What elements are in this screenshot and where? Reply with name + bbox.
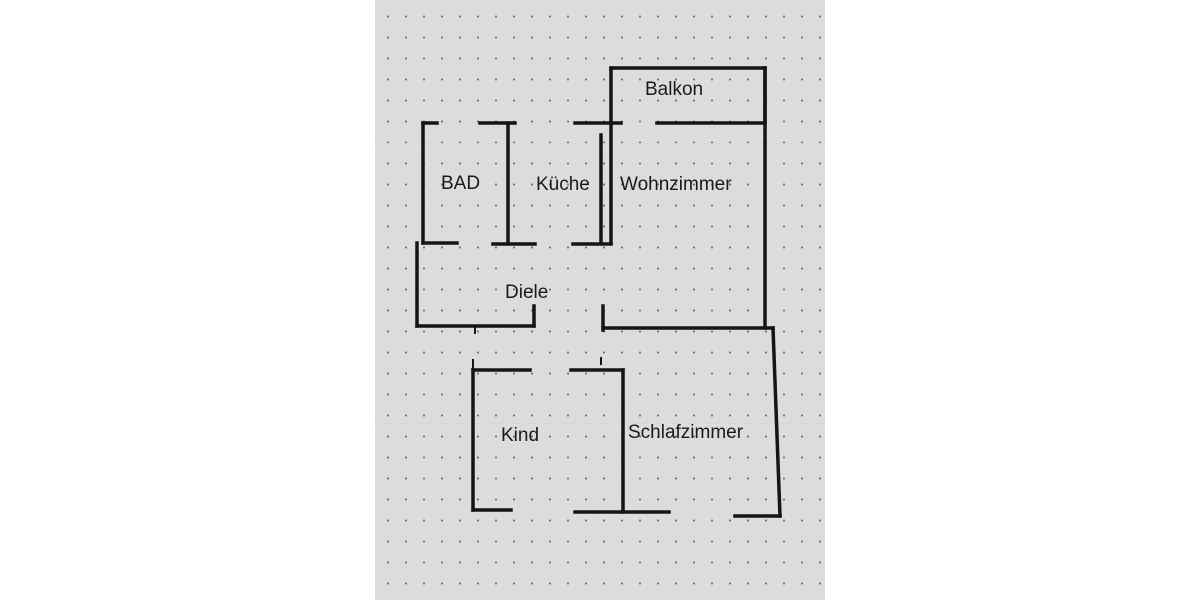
diele-walls	[415, 241, 775, 332]
floor-plan-drawing	[415, 66, 782, 518]
dotted-paper-sheet: Balkon BAD Küche Wohnzimmer Diele Kind S…	[375, 0, 825, 600]
paper-fold-line	[375, 423, 825, 425]
room-label-wohnzimmer: Wohnzimmer	[620, 174, 732, 195]
outer-right-wall-lower	[771, 326, 782, 518]
room-label-balkon: Balkon	[645, 79, 704, 100]
room-label-kueche: Küche	[536, 174, 590, 195]
room-label-schlafzimmer: Schlafzimmer	[628, 422, 744, 443]
kueche-walls	[571, 121, 613, 246]
room-label-bad: BAD	[441, 173, 481, 194]
room-label-diele: Diele	[505, 282, 549, 303]
kind-walls	[471, 368, 671, 514]
room-label-kind: Kind	[501, 425, 540, 446]
bad-walls	[421, 121, 537, 246]
